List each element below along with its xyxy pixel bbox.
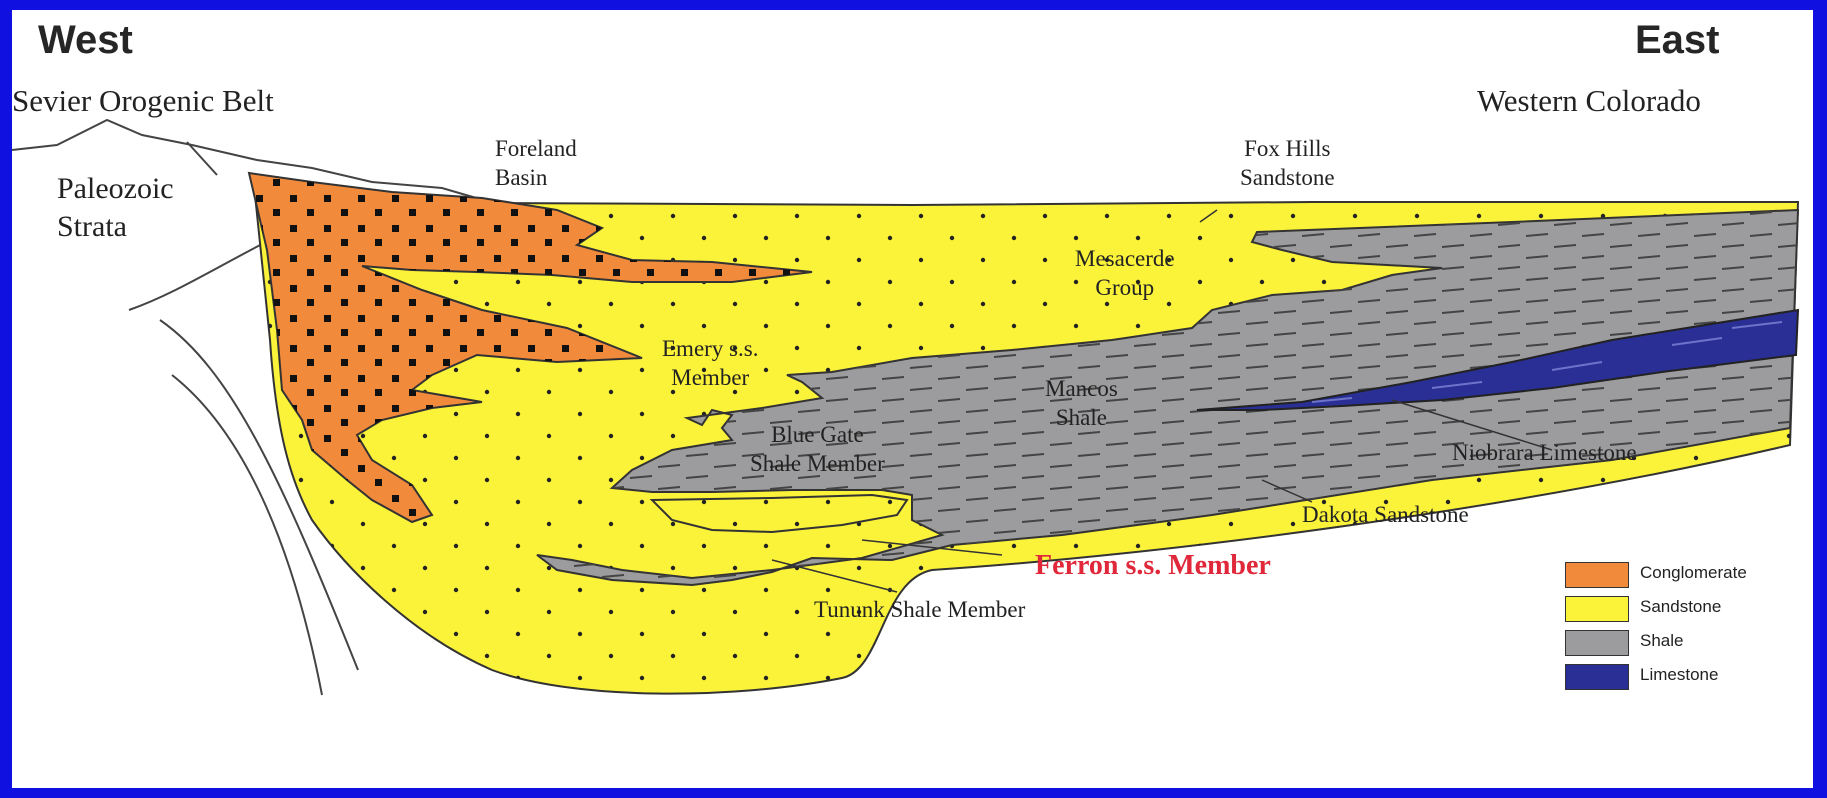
emery-line-2: Member (662, 363, 758, 392)
paleozoic-line-1: Paleozoic (57, 170, 174, 208)
foreland-line-2: Basin (495, 163, 577, 192)
conglomerate-legend-label: Conglomerate (1640, 563, 1747, 583)
paleozoic-strata-label: Paleozoic Strata (57, 170, 174, 246)
cross-section (12, 10, 1813, 788)
fox-hills-label: Fox Hills Sandstone (1240, 134, 1335, 192)
ferron-member-label: Ferron s.s. Member (1035, 550, 1271, 582)
limestone-legend-label: Limestone (1640, 665, 1718, 685)
shale-swatch (1565, 630, 1629, 656)
east-label: East (1635, 18, 1720, 63)
blue-gate-label: Blue Gate Shale Member (750, 420, 885, 478)
fox-hills-line-1: Fox Hills (1240, 134, 1335, 163)
emery-label: Emery s.s. Member (662, 334, 758, 392)
foreland-basin-label: Foreland Basin (495, 134, 577, 192)
west-label: West (38, 18, 133, 63)
mesaverde-line-2: Group (1075, 273, 1175, 302)
dakota-label: Dakota Sandstone (1302, 500, 1469, 529)
sandstone-legend-label: Sandstone (1640, 597, 1721, 617)
tununk-label: Tununk Shale Member (814, 595, 1025, 624)
sandstone-swatch (1565, 596, 1629, 622)
blue-gate-line-1: Blue Gate (750, 420, 885, 449)
mesaverde-line-1: Mesacerde (1075, 244, 1175, 273)
fox-hills-line-2: Sandstone (1240, 163, 1335, 192)
sevier-belt-label: Sevier Orogenic Belt (12, 83, 274, 119)
foreland-line-1: Foreland (495, 134, 577, 163)
western-colorado-label: Western Colorado (1477, 83, 1701, 119)
niobrara-label: Niobrara Limestone (1452, 438, 1637, 467)
mesaverde-label: Mesacerde Group (1075, 244, 1175, 302)
mancos-shale-label: Mancos Shale (1045, 374, 1118, 432)
mancos-line-1: Mancos (1045, 374, 1118, 403)
emery-line-1: Emery s.s. (662, 334, 758, 363)
shale-legend-label: Shale (1640, 631, 1683, 651)
limestone-swatch (1565, 664, 1629, 690)
blue-gate-line-2: Shale Member (750, 449, 885, 478)
diagram-frame: West East Sevier Orogenic Belt Western C… (12, 10, 1813, 788)
mancos-line-2: Shale (1045, 403, 1118, 432)
paleozoic-line-2: Strata (57, 208, 174, 246)
conglomerate-swatch (1565, 562, 1629, 588)
